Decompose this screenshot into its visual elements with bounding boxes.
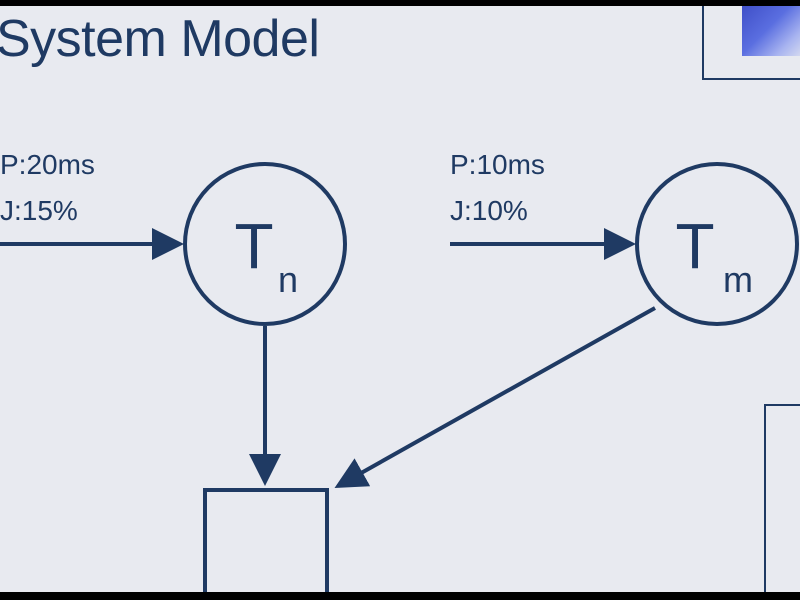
- slide: System Model P:20ms J:15% P:10ms J:10% T…: [0, 6, 800, 592]
- task-n-node: [183, 162, 347, 326]
- task-m-output-arrow: [334, 306, 656, 488]
- slide-title: System Model: [0, 10, 320, 68]
- task-m-jitter: J:10%: [450, 195, 528, 226]
- task-m-node: [635, 162, 799, 326]
- task-n-label: T: [234, 210, 273, 282]
- task-m-subscript: m: [723, 259, 753, 300]
- task-n-jitter: J:15%: [0, 195, 78, 226]
- system-model-diagram: T n T m: [0, 162, 799, 592]
- logo-image: [742, 6, 800, 56]
- shared-resource-box: [203, 488, 329, 592]
- bottom-frame-bar: [0, 592, 800, 600]
- task-m-label: T: [675, 210, 714, 282]
- task-m-period: P:10ms: [450, 149, 545, 180]
- task-n-period: P:20ms: [0, 149, 95, 180]
- task-n-subscript: n: [278, 259, 298, 300]
- logo-frame: [702, 6, 800, 80]
- side-box: [764, 404, 800, 592]
